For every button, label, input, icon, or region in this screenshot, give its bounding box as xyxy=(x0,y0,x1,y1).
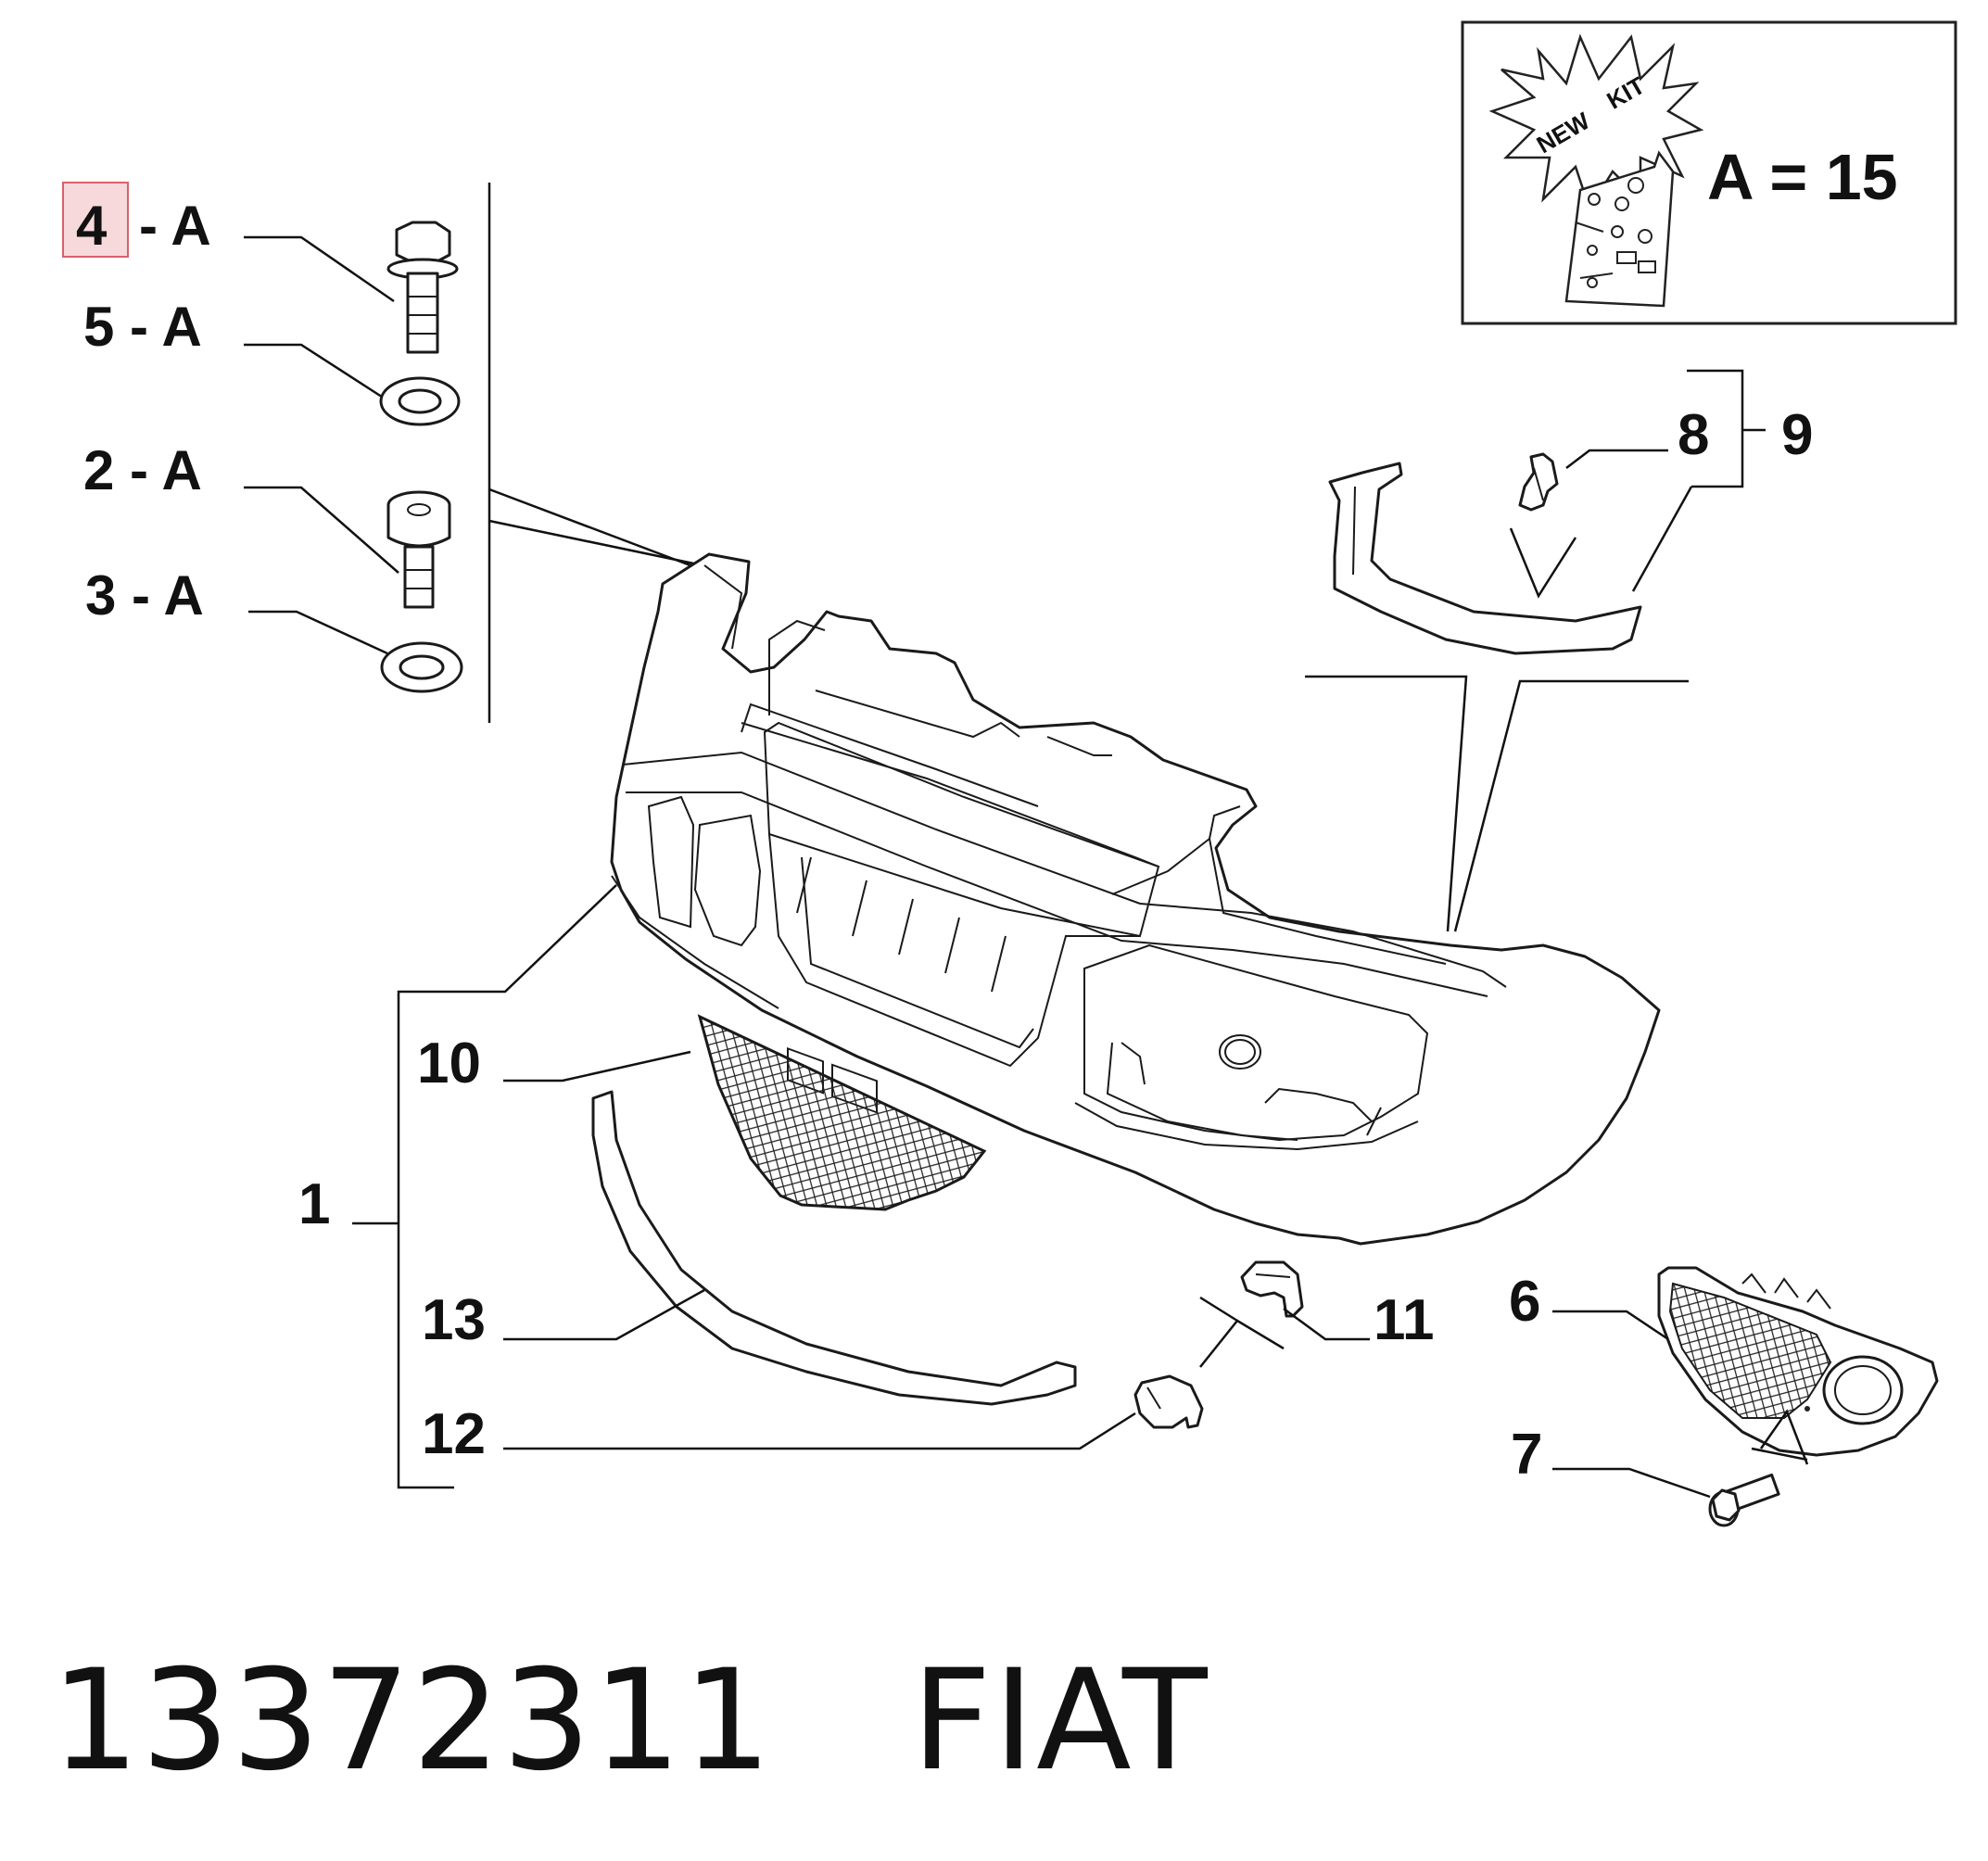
new-kit-starburst-icon xyxy=(1488,33,1704,211)
leader-line-12 xyxy=(503,1296,1285,1450)
lower-mesh-grille xyxy=(697,1014,987,1211)
leader-lines-top-right xyxy=(1305,369,1766,932)
selected-label-highlight xyxy=(62,182,129,258)
label-7[interactable]: 7 xyxy=(1511,1423,1542,1487)
washer-icon xyxy=(380,641,463,693)
label-4[interactable]: 4 xyxy=(76,195,108,257)
washer-icon xyxy=(379,376,461,426)
tow-hook-cover-icon xyxy=(1133,1374,1204,1429)
leader-line-10 xyxy=(503,1050,691,1082)
label-1[interactable]: 1 xyxy=(298,1172,330,1236)
flange-bolt-icon xyxy=(386,221,459,354)
leader-line-13 xyxy=(503,1288,705,1341)
label-12[interactable]: 12 xyxy=(422,1402,486,1466)
label-9[interactable]: 9 xyxy=(1781,403,1813,467)
label-4-suffix: - A xyxy=(139,195,211,257)
lower-spoiler-lip xyxy=(591,1090,1077,1406)
part-number: 13372311 xyxy=(51,1640,774,1802)
upper-trim-strip xyxy=(1328,462,1642,655)
bolt-icon xyxy=(1708,1473,1780,1527)
label-3[interactable]: 3 - A xyxy=(85,564,204,627)
leader-lines-assembly xyxy=(352,884,617,1489)
label-10[interactable]: 10 xyxy=(417,1032,481,1095)
kit-formula: A = 15 xyxy=(1707,141,1898,213)
clip-icon xyxy=(1518,452,1559,512)
label-13[interactable]: 13 xyxy=(422,1288,486,1352)
label-11[interactable]: 11 xyxy=(1374,1288,1435,1352)
fog-lamp-grille xyxy=(1657,1266,1939,1457)
label-6[interactable]: 6 xyxy=(1509,1270,1540,1334)
leader-line-6 xyxy=(1552,1310,1669,1341)
brand-name: FIAT xyxy=(911,1640,1209,1802)
label-5[interactable]: 5 - A xyxy=(83,296,202,358)
screw-icon xyxy=(386,490,451,609)
label-8[interactable]: 8 xyxy=(1678,403,1709,467)
label-2[interactable]: 2 - A xyxy=(83,439,202,501)
front-bumper xyxy=(610,552,1661,1246)
leader-line-11 xyxy=(1283,1307,1370,1341)
kit-contents-icon xyxy=(1575,177,1656,288)
leader-lines-left xyxy=(244,183,703,723)
new-kit-box: NEW KIT A = 15 xyxy=(1461,20,1957,325)
mounting-bracket-icon xyxy=(1240,1260,1304,1318)
leader-line-7 xyxy=(1552,1409,1809,1499)
footer-caption: 13372311 FIAT xyxy=(51,1640,1209,1802)
